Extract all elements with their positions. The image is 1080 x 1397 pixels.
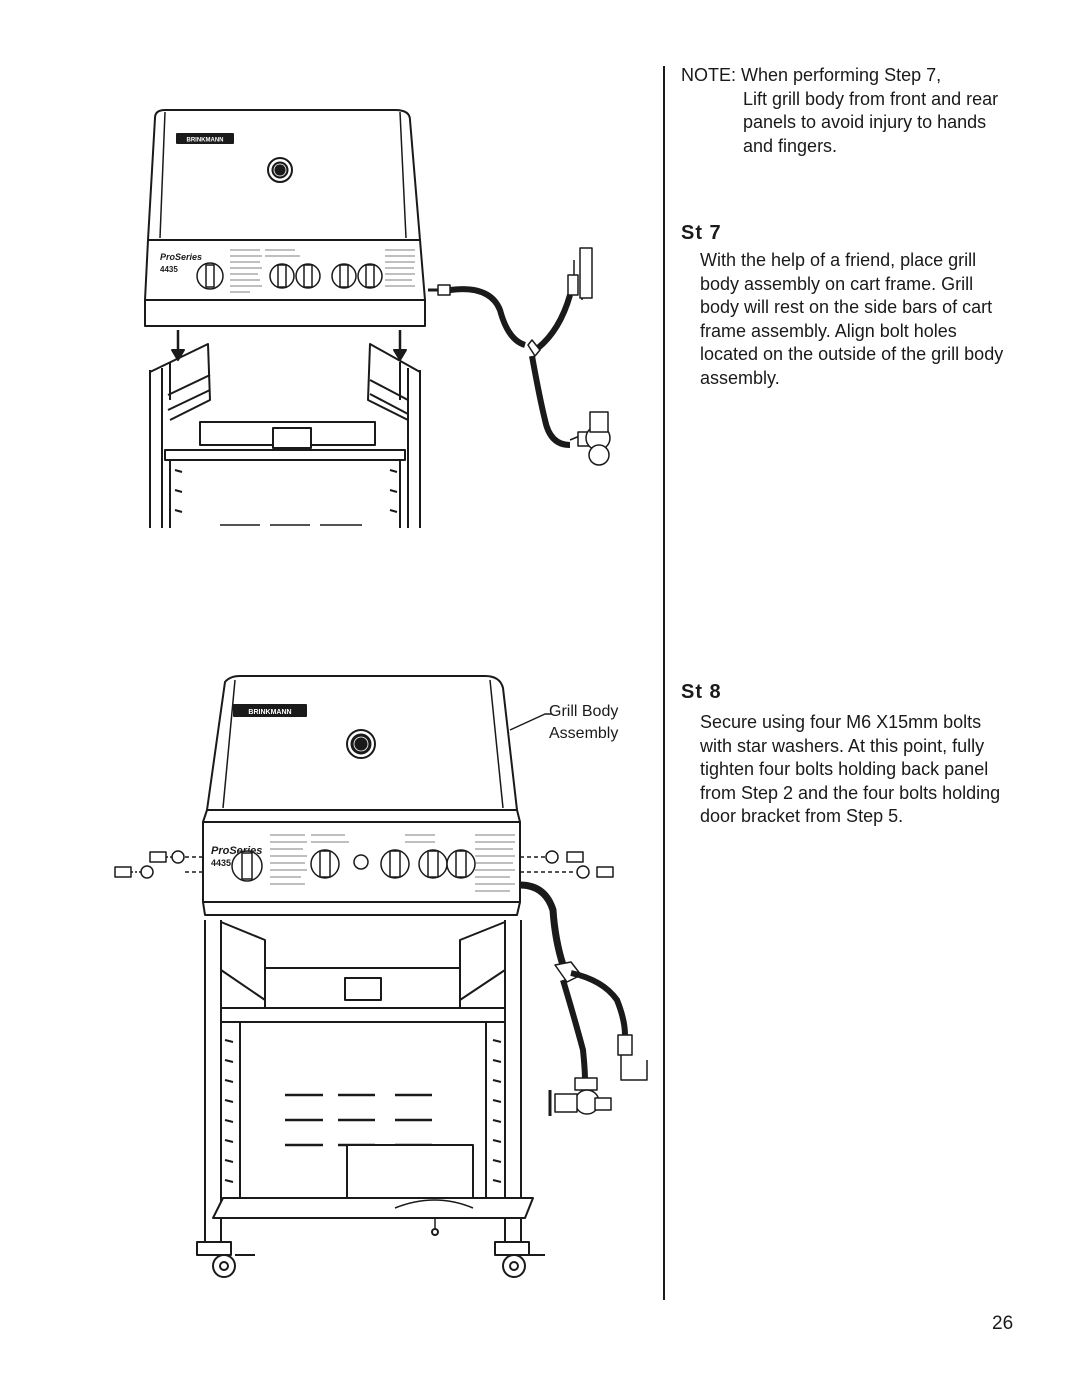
svg-text:ProSeries: ProSeries <box>160 252 202 262</box>
svg-text:4435: 4435 <box>211 858 231 868</box>
step-7-body: With the help of a friend, place grill b… <box>700 250 1004 388</box>
callout-line-1: Grill Body <box>549 703 619 720</box>
step-8-heading: St 8 <box>681 681 722 703</box>
callout-line-2: Assembly <box>549 725 619 742</box>
grill-body-callout: Grill Body Assembly <box>549 701 618 745</box>
page-number: 26 <box>992 1313 1014 1334</box>
step-7-illustration: BRINKMANN ProSeries 4435 <box>144 109 611 528</box>
step-8-body: Secure using four M6 X15mm bolts with st… <box>700 712 1001 827</box>
safety-note: NOTE: When performing Step 7, Lift grill… <box>681 64 1011 158</box>
svg-text:BRINKMANN: BRINKMANN <box>187 138 224 144</box>
svg-text:BRINKMANN: BRINKMANN <box>248 709 291 716</box>
note-first-line: NOTE: When performing Step 7, <box>681 65 942 85</box>
note-body: Lift grill body from front and rear pane… <box>743 88 999 156</box>
step-7-heading: St 7 <box>681 222 722 244</box>
svg-text:4435: 4435 <box>160 265 178 274</box>
column-divider <box>663 66 665 1300</box>
step-8-illustration: BRINKMANN ProSeries 4435 <box>114 675 648 1278</box>
